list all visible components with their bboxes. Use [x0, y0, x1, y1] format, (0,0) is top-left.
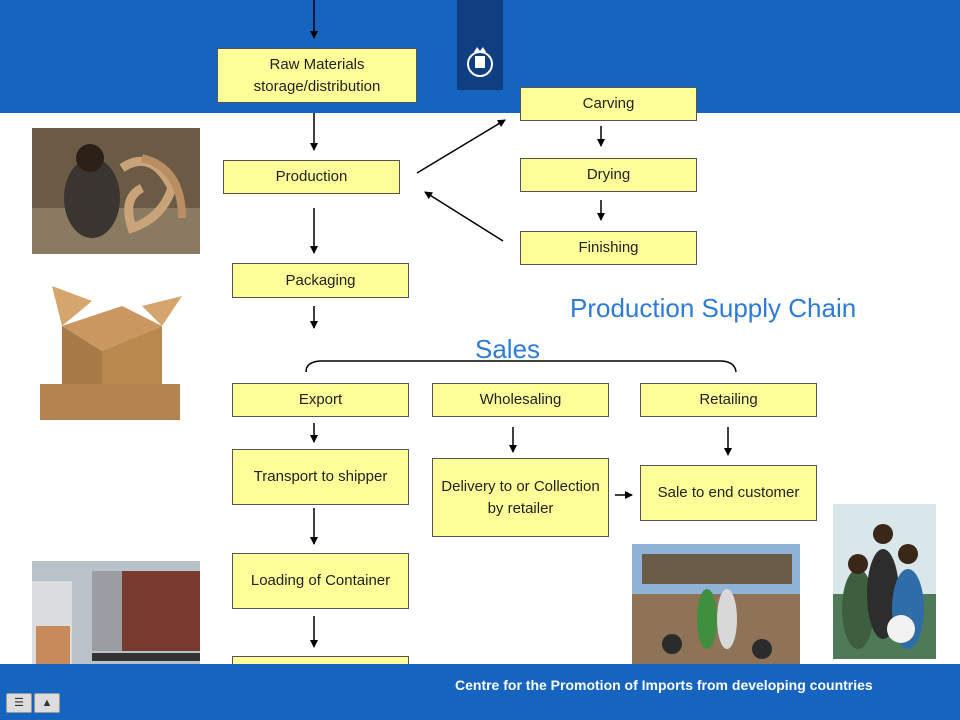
retailing-box: Retailing: [640, 383, 817, 417]
footer-band: [0, 664, 960, 720]
raw-materials-box: Raw Materials storage/distribution: [217, 48, 417, 103]
arrow-production-carving: [416, 119, 506, 174]
delivery-box: Delivery to or Collection by retailer: [432, 458, 609, 537]
sale-to-end-customer-box: Sale to end customer: [640, 465, 817, 521]
menu-icon[interactable]: ☰: [6, 693, 32, 713]
production-supply-chain-title: Production Supply Chain: [570, 293, 857, 323]
sales-brace: [305, 360, 737, 373]
up-arrow-icon[interactable]: ▲: [34, 693, 60, 713]
loading-container-box: Loading of Container: [232, 553, 409, 609]
carving-box: Carving: [520, 87, 697, 121]
production-box: Production: [223, 160, 400, 194]
finishing-box: Finishing: [520, 231, 697, 265]
arrow-finishing-production: [424, 191, 504, 242]
sales-title: Sales: [475, 334, 541, 364]
drying-box: Drying: [520, 158, 697, 192]
transport-to-shipper-box: Transport to shipper: [232, 449, 409, 505]
export-box: Export: [232, 383, 409, 417]
carving-photo: [32, 128, 200, 254]
crest-emblem: [457, 0, 503, 90]
cardboard-boxes-photo: [32, 266, 190, 428]
packaging-box: Packaging: [232, 263, 409, 298]
market-photo: [632, 544, 800, 670]
container-photo: [32, 561, 200, 671]
family-photo: [833, 504, 936, 659]
footer-text: Centre for the Promotion of Imports from…: [455, 677, 873, 693]
wholesaling-box: Wholesaling: [432, 383, 609, 417]
